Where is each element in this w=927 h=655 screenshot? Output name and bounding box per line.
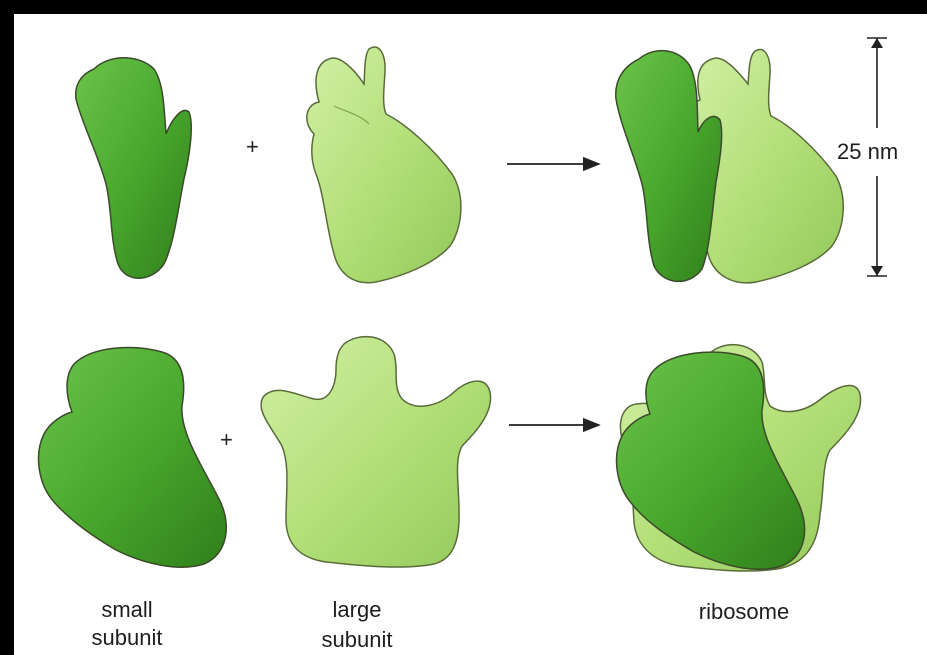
diagram-frame: + + 25 nm small subunit large subunit ri…	[14, 14, 927, 655]
scale-arrow-down	[871, 266, 883, 276]
label-small-subunit-line2: subunit	[72, 624, 182, 651]
scale-label: 25 nm	[837, 138, 898, 165]
plus-sign-top: +	[246, 136, 259, 158]
label-large-subunit-line1: large	[302, 596, 412, 623]
small-subunit-top	[76, 58, 192, 279]
label-large-subunit-line2: subunit	[302, 626, 412, 653]
large-subunit-side	[261, 337, 490, 567]
plus-sign-bottom: +	[220, 429, 233, 451]
label-small-subunit-line1: small	[72, 596, 182, 623]
ribosome-assembly-illustration	[14, 14, 927, 655]
label-ribosome: ribosome	[669, 598, 819, 625]
large-subunit-top	[307, 47, 461, 283]
scale-arrow-up	[871, 38, 883, 48]
small-subunit-side	[39, 348, 227, 568]
